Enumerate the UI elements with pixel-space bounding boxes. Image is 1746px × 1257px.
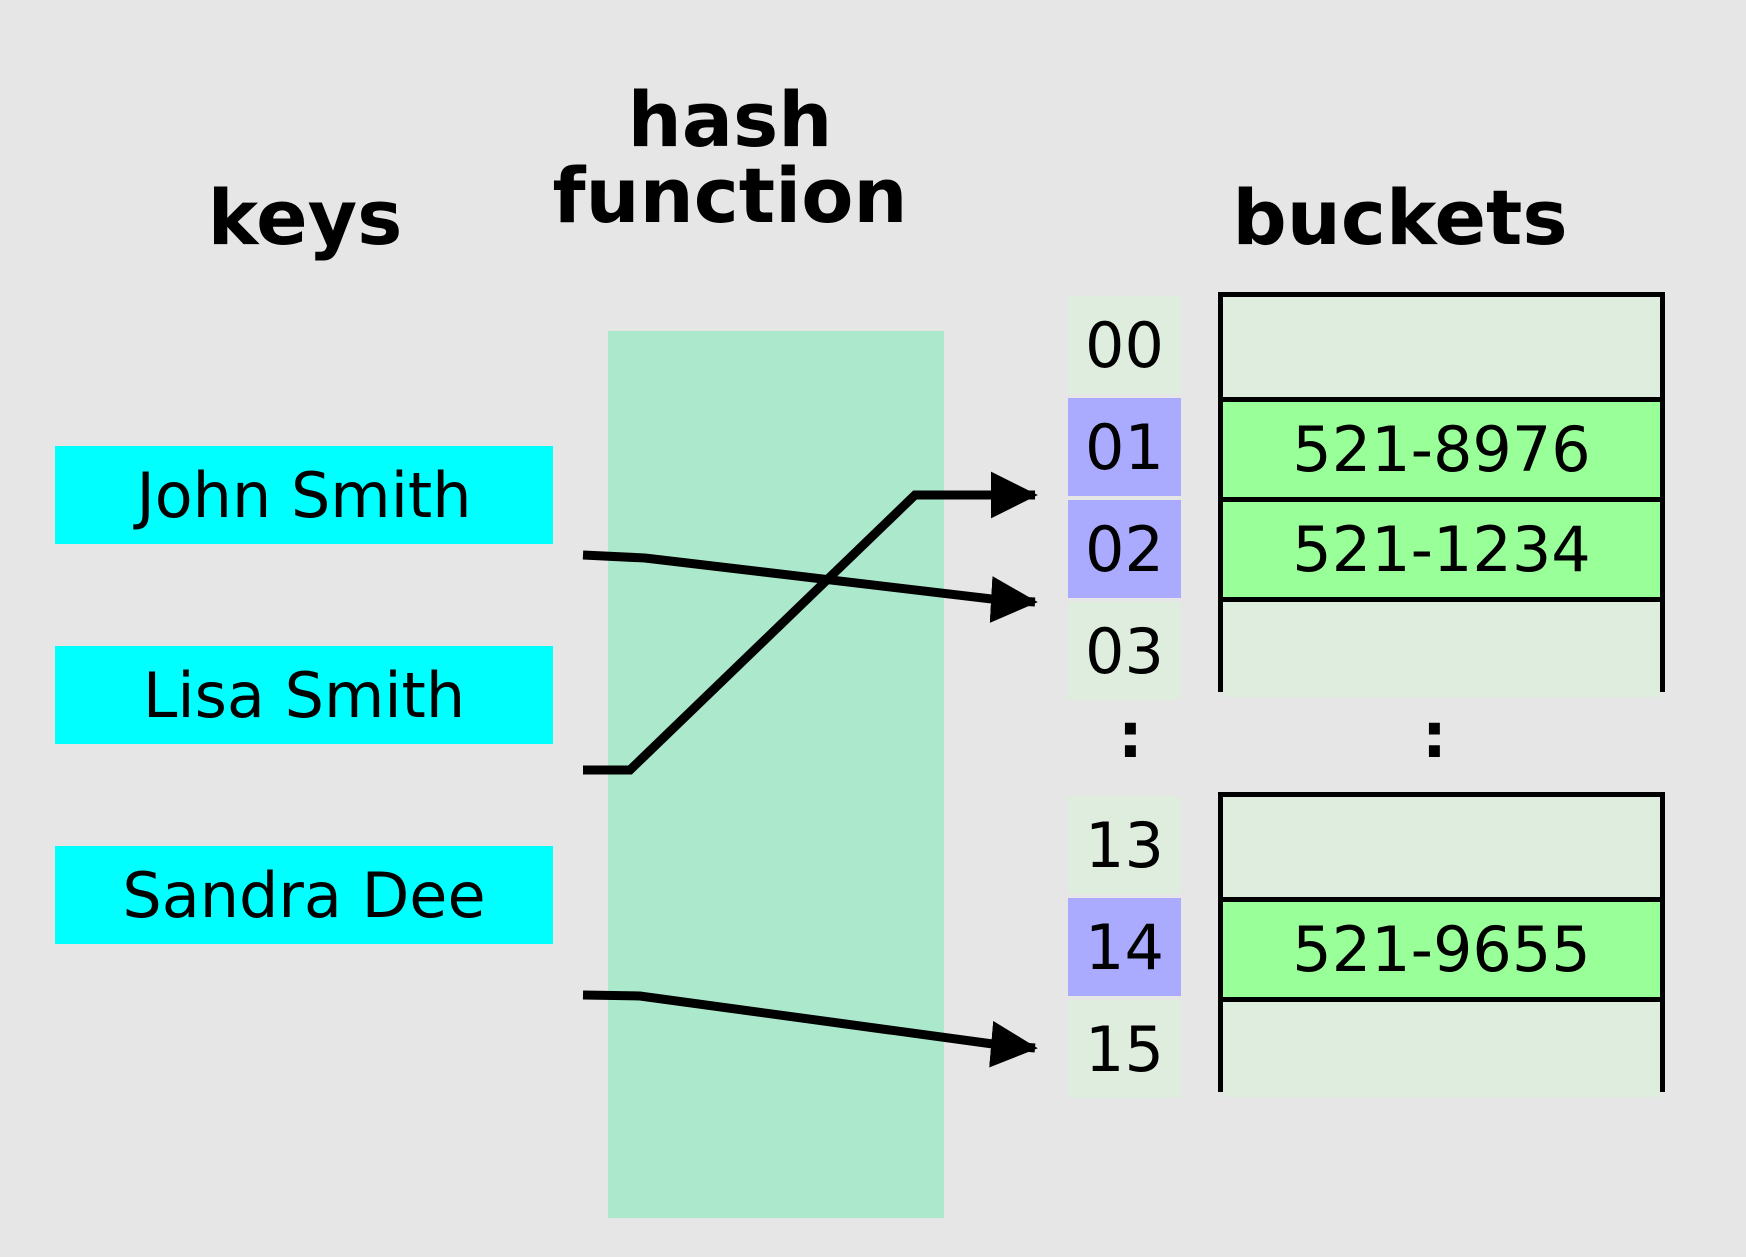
hash-function-band [608,331,944,1218]
bucket-index-00[interactable]: 00 [1068,296,1181,394]
bucket-row-14[interactable]: 521-9655 [1223,897,1660,997]
bucket-index-14[interactable]: 14 [1068,898,1181,996]
heading-hash-function: hash function [552,75,908,240]
bucket-ellipsis: : [1422,699,1447,772]
heading-buckets: buckets [1232,173,1568,262]
key-box-john-smith[interactable]: John Smith [55,446,553,544]
key-box-lisa-smith[interactable]: Lisa Smith [55,646,553,744]
heading-keys: keys [207,173,403,262]
bucket-index-01[interactable]: 01 [1068,398,1181,496]
bucket-row-00[interactable] [1223,297,1660,397]
bucket-table-bottom: 521-9655 [1218,792,1665,1097]
bucket-row-03[interactable] [1223,597,1660,697]
bucket-row-15[interactable] [1223,997,1660,1097]
bucket-table-top: 521-8976 521-1234 [1218,292,1665,697]
bucket-index-03[interactable]: 03 [1068,602,1181,700]
index-ellipsis: : [1118,699,1143,772]
bucket-row-01[interactable]: 521-8976 [1223,397,1660,497]
key-box-sandra-dee[interactable]: Sandra Dee [55,846,553,944]
bucket-index-02[interactable]: 02 [1068,500,1181,598]
bucket-row-02[interactable]: 521-1234 [1223,497,1660,597]
bucket-index-13[interactable]: 13 [1068,796,1181,894]
bucket-index-15[interactable]: 15 [1068,1000,1181,1098]
bucket-row-13[interactable] [1223,797,1660,897]
